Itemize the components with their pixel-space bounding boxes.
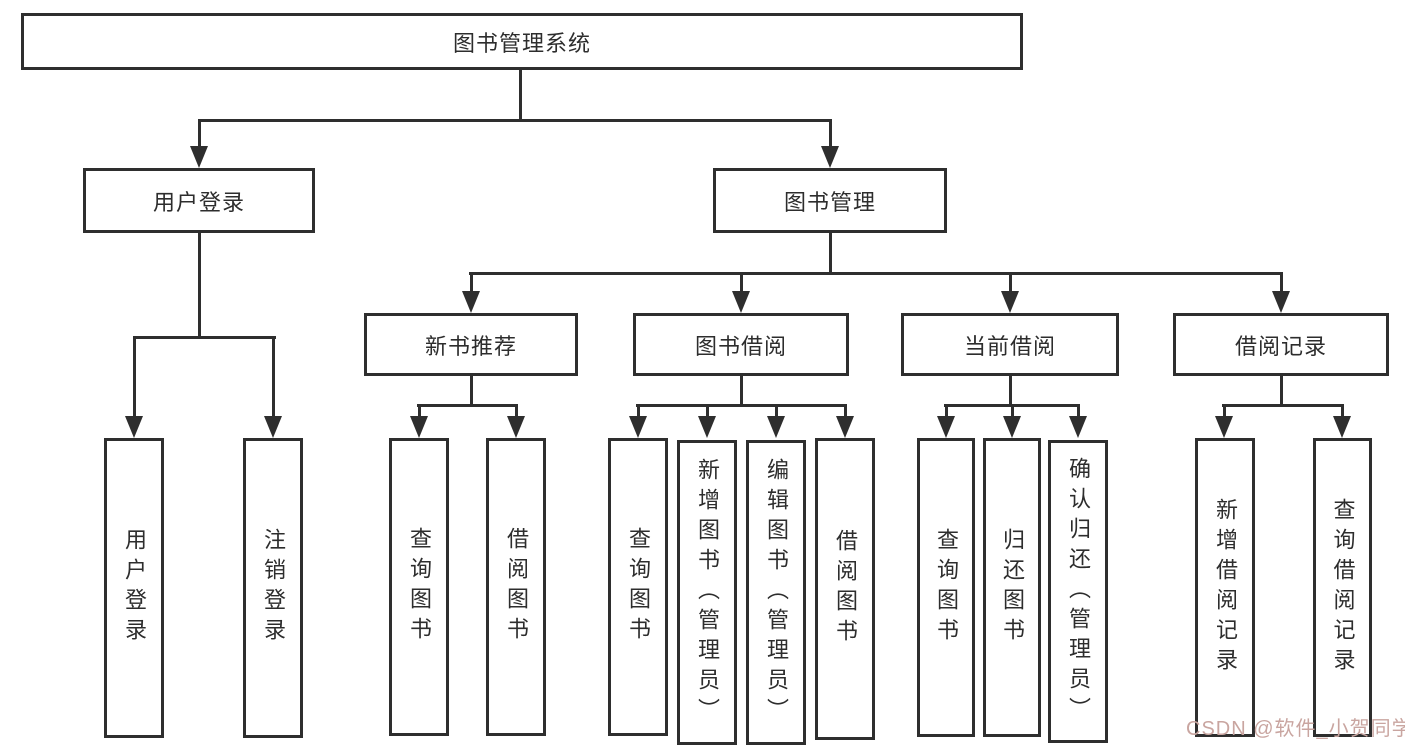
node-add-borrow-record-label: 新增借阅记录 [1213, 497, 1238, 678]
connector-d1-shaft [945, 404, 948, 416]
node-query-books-borrowing-label: 查询图书 [626, 527, 651, 647]
node-query-books-borrowing: 查询图书 [608, 438, 668, 736]
node-user-login-label: 用户登录 [122, 528, 147, 648]
arrow-c3 [767, 416, 785, 438]
connector-current-drop [1009, 376, 1012, 407]
connector-d2-shaft [1011, 404, 1014, 416]
node-add-books-admin: 新增图书（管理员） [677, 440, 737, 745]
connector-new-book-drop [470, 376, 473, 407]
node-library-management-system: 图书管理系统 [21, 13, 1023, 70]
connector-e1-shaft [1223, 404, 1226, 416]
arrow-d2 [1003, 416, 1021, 438]
node-new-book-recommendation: 新书推荐 [364, 313, 578, 376]
connector-current-shaft [1009, 272, 1012, 291]
node-borrow-books-borrowing-label: 借阅图书 [833, 529, 858, 649]
node-query-borrow-record: 查询借阅记录 [1313, 438, 1372, 737]
arrow-c1 [629, 416, 647, 438]
connector-user-login-shaft [198, 119, 201, 148]
connector-borrowing-shaft [740, 272, 743, 291]
connector-borrowing-drop [740, 376, 743, 407]
connector-book-mgmt-shaft [829, 119, 832, 148]
node-user-login: 用户登录 [104, 438, 164, 738]
node-confirm-return-admin: 确认归还（管理员） [1048, 440, 1108, 743]
connector-login-leaf-shaft [133, 336, 136, 416]
node-book-borrowing: 图书借阅 [633, 313, 849, 376]
connector-c2-shaft [706, 404, 709, 416]
node-query-books-current-label: 查询图书 [934, 527, 959, 648]
connector-user-login-drop [198, 233, 201, 339]
node-borrowing-records: 借阅记录 [1173, 313, 1389, 376]
connector-book-mgmt-drop [829, 233, 832, 275]
node-logout-label: 注销登录 [261, 528, 286, 648]
node-user-login-branch: 用户登录 [83, 168, 315, 233]
connector-root-drop [519, 70, 522, 121]
arrow-d3 [1069, 416, 1087, 438]
node-borrow-books-recommend: 借阅图书 [486, 438, 546, 736]
arrow-login-leaf [125, 416, 143, 438]
connector-records-shaft [1280, 272, 1283, 291]
arrow-logout-leaf [264, 416, 282, 438]
connector-new-book-shaft [470, 272, 473, 291]
arrow-user-login [190, 146, 208, 168]
connector-level3-rail [469, 272, 1283, 275]
connector-c3-shaft [775, 404, 778, 416]
arrow-b2 [507, 416, 525, 438]
connector-records-drop [1280, 376, 1283, 407]
node-confirm-return-admin-label: 确认归还（管理员） [1066, 456, 1091, 727]
arrow-d1 [937, 416, 955, 438]
connector-d3-shaft [1077, 404, 1080, 416]
node-edit-books-admin-label: 编辑图书（管理员） [764, 457, 789, 728]
connector-logout-leaf-shaft [272, 336, 275, 416]
node-query-books-current: 查询图书 [917, 438, 975, 737]
connector-user-login-rail [133, 336, 276, 339]
connector-records-rail [1222, 404, 1344, 407]
watermark-text: CSDN @软件_小贺同学 [1186, 718, 1405, 740]
node-query-books-recommend-label: 查询图书 [407, 527, 432, 647]
arrow-book-mgmt [821, 146, 839, 168]
node-book-management: 图书管理 [713, 168, 947, 233]
node-add-books-admin-label: 新增图书（管理员） [695, 457, 720, 728]
node-return-books: 归还图书 [983, 438, 1041, 737]
node-return-books-label: 归还图书 [1000, 527, 1025, 648]
connector-c4-shaft [844, 404, 847, 416]
arrow-new-book [462, 291, 480, 313]
arrow-c2 [698, 416, 716, 438]
connector-c1-shaft [637, 404, 640, 416]
node-current-borrowing: 当前借阅 [901, 313, 1119, 376]
connector-b1-shaft [418, 404, 421, 416]
arrow-records [1272, 291, 1290, 313]
arrow-b1 [410, 416, 428, 438]
connector-b2-shaft [515, 404, 518, 416]
arrow-current [1001, 291, 1019, 313]
connector-level2-rail [198, 119, 832, 122]
node-borrow-books-recommend-label: 借阅图书 [504, 527, 529, 647]
node-edit-books-admin: 编辑图书（管理员） [746, 440, 806, 745]
arrow-e2 [1333, 416, 1351, 438]
node-borrow-books-borrowing: 借阅图书 [815, 438, 875, 740]
node-query-borrow-record-label: 查询借阅记录 [1330, 497, 1356, 678]
node-logout: 注销登录 [243, 438, 303, 738]
connector-borrowing-rail [636, 404, 847, 407]
connector-new-book-rail [417, 404, 518, 407]
arrow-c4 [836, 416, 854, 438]
connector-e2-shaft [1341, 404, 1344, 416]
node-query-books-recommend: 查询图书 [389, 438, 449, 736]
arrow-e1 [1215, 416, 1233, 438]
node-add-borrow-record: 新增借阅记录 [1195, 438, 1255, 737]
arrow-borrowing [732, 291, 750, 313]
